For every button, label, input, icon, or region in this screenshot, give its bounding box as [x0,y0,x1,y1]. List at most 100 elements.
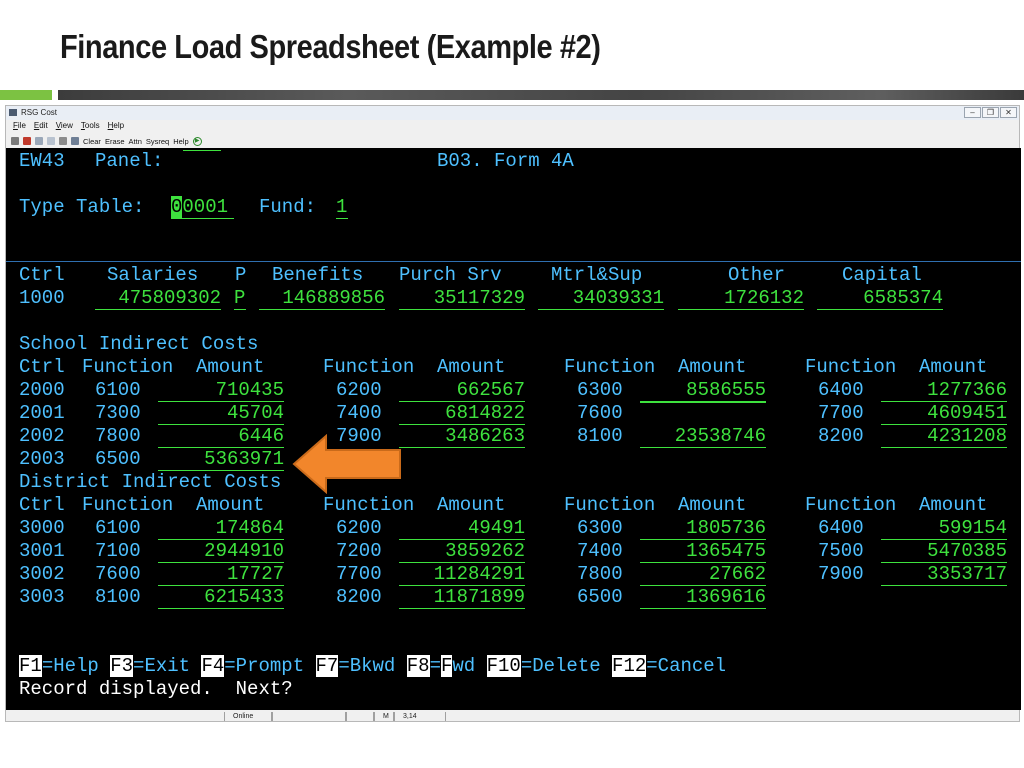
school-amount-field[interactable]: 662567 [399,379,525,402]
copy-icon[interactable] [35,137,43,145]
fkey-f1[interactable]: F1 [19,655,42,677]
school-row-ctrl: 2001 [19,402,65,424]
school-header-amount: Amount [919,356,988,378]
district-row-ctrl: 3000 [19,517,65,539]
district-amount-field[interactable]: 3859262 [399,540,525,563]
school-amount-field[interactable]: 710435 [158,379,284,402]
purch-srv-field[interactable]: 35117329 [399,287,525,310]
district-function-code: 7600 [95,563,141,585]
school-amount-field[interactable] [640,402,766,403]
fkey-f7[interactable]: F7 [315,655,339,677]
district-amount-field[interactable]: 49491 [399,517,525,540]
menu-tools[interactable]: Tools [80,121,100,130]
district-amount-field[interactable]: 174864 [158,517,284,540]
school-amount-field[interactable]: 3486263 [399,425,525,448]
toolbar-attn[interactable]: Attn [128,136,142,146]
district-amount-field[interactable]: 5470385 [881,540,1007,563]
fkey-f3[interactable]: F3 [110,655,134,677]
terminal-window: RSG Cost – ❐ ✕ File Edit View Tools Help… [5,105,1021,722]
school-amount-field[interactable]: 8586555 [640,379,766,402]
district-amount-field[interactable]: 1365475 [640,540,766,563]
paste-icon[interactable] [47,137,55,145]
district-amount-field[interactable]: 11284291 [399,563,525,586]
col-mtrl-sup: Mtrl&Sup [551,264,643,286]
fkey-f8[interactable]: F8 [406,655,430,677]
menu-view[interactable]: View [55,121,73,130]
school-amount-field[interactable]: 1277366 [881,379,1007,402]
school-function-code: 6100 [95,379,141,401]
other-field[interactable]: 1726132 [678,287,804,310]
district-amount-field[interactable]: 1369616 [640,586,766,609]
district-amount-field[interactable]: 2944910 [158,540,284,563]
district-amount-field[interactable]: 6215433 [158,586,284,609]
fkey-f4[interactable]: F4 [201,655,225,677]
close-button[interactable]: ✕ [1000,107,1017,118]
toolbar-help[interactable]: Help [173,136,189,146]
school-amount-field[interactable]: 4609451 [881,402,1007,425]
district-amount-field[interactable]: 17727 [158,563,284,586]
district-amount-field[interactable]: 3353717 [881,563,1007,586]
play-icon[interactable]: ▶ [192,136,202,146]
menu-file[interactable]: File [13,121,26,130]
print-icon[interactable] [11,137,19,145]
printer-icon[interactable] [59,137,67,145]
district-header-function: Function [564,494,656,516]
fkey-f10[interactable]: F10 [486,655,521,677]
slide-title: Finance Load Spreadsheet (Example #2) [60,28,601,65]
fkey-label: =Cancel [646,655,727,677]
school-amount-field[interactable]: 6446 [158,425,284,448]
school-row-ctrl: 2000 [19,379,65,401]
school-amount-field[interactable]: 6814822 [399,402,525,425]
menu-edit[interactable]: Edit [33,121,48,130]
fund-field[interactable]: 1 [336,196,348,219]
fkey-f[interactable]: F [440,655,453,677]
school-amount-field[interactable]: 4231208 [881,425,1007,448]
district-row-ctrl: 3001 [19,540,65,562]
mtrl-sup-field[interactable]: 34039331 [538,287,664,310]
panel-field[interactable] [183,150,221,151]
minimize-button[interactable]: – [964,107,981,118]
toolbar-clear[interactable]: Clear [83,136,101,146]
district-amount-field[interactable]: 599154 [881,517,1007,540]
school-function-code: 6400 [818,379,864,401]
macro-icon[interactable] [71,137,79,145]
district-amount-field[interactable]: 27662 [640,563,766,586]
district-header-amount: Amount [196,494,265,516]
app-icon [9,109,17,116]
school-amount-field[interactable]: 23538746 [640,425,766,448]
district-function-code: 7400 [577,540,623,562]
fkey-f12[interactable]: F12 [612,655,647,677]
restore-button[interactable]: ❐ [982,107,999,118]
school-function-code: 7700 [818,402,864,424]
benefits-field[interactable]: 146889856 [259,287,385,310]
type-table-field[interactable]: 00001 [171,196,234,219]
screen-id: EW43 [19,150,65,172]
district-amount-field[interactable]: 11871899 [399,586,525,609]
cursor-position: 3,14 [394,712,446,721]
type-table-label: Type Table: [19,196,145,218]
district-function-code: 7900 [818,563,864,585]
panel-label: Panel: [95,150,164,172]
school-amount-field[interactable]: 45704 [158,402,284,425]
menu-help[interactable]: Help [107,121,125,130]
district-header-ctrl: Ctrl [19,494,65,516]
terminal-screen[interactable]: EW43 Panel: B03. Form 4A Type Table: 000… [6,148,1021,710]
p-field[interactable]: P [234,287,246,310]
title-accent-green [0,90,52,100]
district-function-code: 6200 [336,517,382,539]
district-amount-field[interactable]: 1805736 [640,517,766,540]
window-title: RSG Cost [21,108,58,117]
school-function-code: 7400 [336,402,382,424]
fkey-label: =Prompt [224,655,305,677]
cut-icon[interactable] [23,137,31,145]
toolbar-erase[interactable]: Erase [104,136,125,146]
capital-field[interactable]: 6585374 [817,287,943,310]
col-other: Other [728,264,786,286]
district-function-code: 7200 [336,540,382,562]
status-message: Record displayed. Next? [19,678,293,700]
district-function-code: 7800 [577,563,623,585]
salaries-field[interactable]: 475809302 [95,287,221,310]
school-amount-field[interactable]: 5363971 [158,448,284,471]
toolbar-sysreq[interactable]: Sysreq [145,136,170,146]
col-salaries: Salaries [107,264,199,286]
